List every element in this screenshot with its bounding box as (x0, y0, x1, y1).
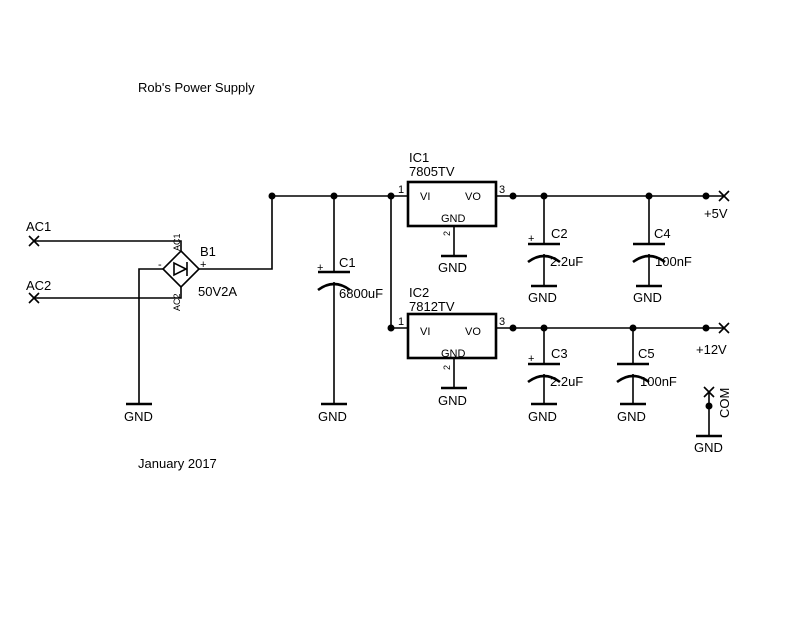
ic2-pin-out: VO (465, 326, 481, 338)
c3-value: 2.2uF (550, 374, 583, 389)
gnd-c1: GND (318, 402, 347, 424)
c5-value: 100nF (640, 374, 677, 389)
gnd-c2: GND (528, 284, 557, 305)
c4-ref: C4 (654, 226, 671, 241)
ic1-pin2: 2 (442, 231, 452, 236)
com-label: COM (717, 388, 732, 418)
gnd-c3-label: GND (528, 409, 557, 424)
ic1-pin1: 1 (398, 184, 404, 196)
ic1-pin-out: VO (465, 191, 481, 203)
gnd-c4-label: GND (633, 290, 662, 305)
gnd-c5: GND (617, 402, 646, 424)
ic1-ref: IC1 (409, 150, 429, 165)
capacitor-c5: C5 100nF (616, 328, 677, 404)
output-12v-label: +12V (696, 342, 727, 357)
c5-ref: C5 (638, 346, 655, 361)
wire-ac2 (34, 287, 182, 299)
wire-bridge-plus (199, 196, 273, 270)
junction-dot (268, 192, 276, 200)
gnd-bridge-label: GND (124, 409, 153, 424)
capacitor-c1: + C1 6800uF (317, 196, 383, 404)
gnd-ic2: GND (438, 386, 467, 408)
ac1-terminal: AC1 (26, 219, 51, 247)
b1-pin-ac1: AC1 (172, 233, 182, 251)
ic1-pin3: 3 (499, 184, 505, 196)
ic1-pin-in: VI (420, 191, 430, 203)
gnd-c1-label: GND (318, 409, 347, 424)
wire-ac1 (34, 240, 182, 251)
ic2-pin-in: VI (420, 326, 430, 338)
ac2-label: AC2 (26, 278, 51, 293)
com-gnd-label: GND (694, 440, 723, 455)
b1-ref: B1 (200, 244, 216, 259)
ic2-pin2: 2 (442, 365, 452, 370)
gnd-c4: GND (633, 284, 662, 305)
ic2-ref: IC2 (409, 285, 429, 300)
gnd-bridge: GND (124, 402, 153, 424)
wire-to-ic2 (390, 196, 408, 329)
b1-value: 50V2A (198, 284, 237, 299)
b1-pin-plus: + (200, 259, 206, 271)
gnd-c3: GND (528, 402, 557, 424)
c2-value: 2.2uF (550, 254, 583, 269)
output-12v-terminal: +12V (696, 322, 730, 357)
junction-dot (702, 192, 710, 200)
ic2-pin3: 3 (499, 316, 505, 328)
junction-dot (387, 324, 395, 332)
c2-polarity: + (528, 233, 534, 245)
capacitor-c2: + C2 2.2uF (527, 196, 583, 286)
ac1-label: AC1 (26, 219, 51, 234)
ic2-pin1: 1 (398, 316, 404, 328)
diode-icon (173, 261, 188, 277)
b1-pin-ac2: AC2 (172, 293, 182, 311)
ic2-pin-gnd: GND (441, 348, 466, 360)
c3-ref: C3 (551, 346, 568, 361)
regulator-ic1: IC1 7805TV VI VO GND 1 3 2 (398, 150, 505, 236)
output-5v-terminal: +5V (704, 190, 730, 221)
regulator-ic2: IC2 7812TV VI VO GND 1 3 2 (398, 285, 505, 370)
capacitor-c3: + C3 2.2uF (527, 328, 583, 404)
gnd-c2-label: GND (528, 290, 557, 305)
c2-ref: C2 (551, 226, 568, 241)
b1-pin-minus: - (158, 259, 162, 271)
c3-polarity: + (528, 353, 534, 365)
ic1-pin-gnd: GND (441, 213, 466, 225)
gnd-ic2-label: GND (438, 393, 467, 408)
c1-ref: C1 (339, 255, 356, 270)
ic1-part: 7805TV (409, 164, 455, 179)
output-5v-label: +5V (704, 206, 728, 221)
gnd-c5-label: GND (617, 409, 646, 424)
junction-dot (509, 192, 517, 200)
schematic-title: Rob's Power Supply (138, 80, 255, 95)
junction-dot (702, 324, 710, 332)
c1-polarity: + (317, 262, 323, 274)
gnd-ic1-label: GND (438, 260, 467, 275)
bridge-rectifier-b1: B1 50V2A AC1 AC2 - + (158, 233, 237, 311)
junction-dot (705, 402, 713, 410)
com-terminal: COM GND (694, 386, 732, 455)
capacitor-c4: C4 100nF (632, 196, 692, 286)
gnd-ic1: GND (438, 254, 467, 275)
wire-bridge-minus (138, 268, 163, 404)
c1-value: 6800uF (339, 286, 383, 301)
ac2-terminal: AC2 (26, 278, 51, 304)
ic2-part: 7812TV (409, 299, 455, 314)
schematic-date: January 2017 (138, 456, 217, 471)
junction-dot (509, 324, 517, 332)
c4-value: 100nF (655, 254, 692, 269)
